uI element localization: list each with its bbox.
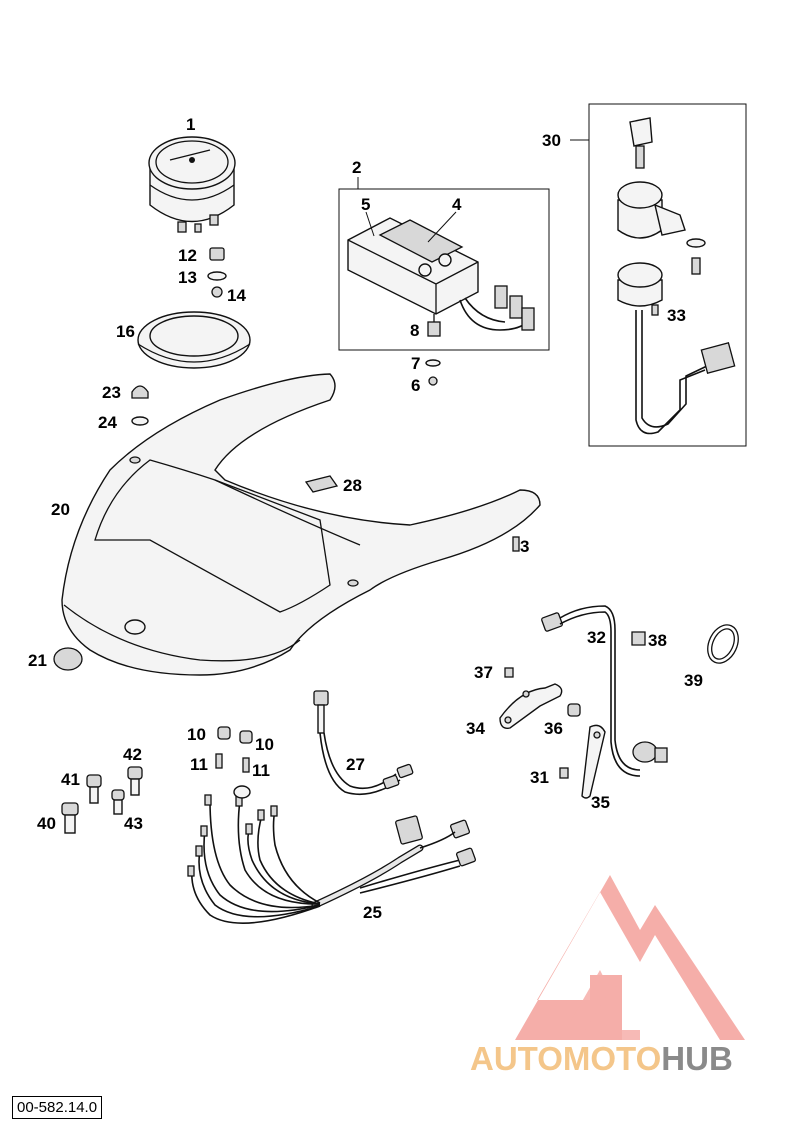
callout-21: 21: [28, 651, 47, 670]
bulb-socket-parts: [215, 726, 253, 773]
callout-1: 1: [186, 115, 195, 134]
speedometer-part: [148, 136, 236, 233]
wiring-harness-part: [187, 785, 476, 924]
rubber-plug-part: [53, 647, 83, 671]
callout-32: 32: [587, 628, 606, 647]
clip-38-part: [631, 631, 646, 646]
callout-14: 14: [227, 286, 246, 305]
watermark-brand: AUTOMOTOHUB: [470, 1040, 800, 1078]
computer-unit-group-box: [338, 188, 550, 351]
callout-38: 38: [648, 631, 667, 650]
ignition-lock-group-box: [588, 103, 747, 447]
callout-7: 7: [411, 354, 420, 373]
callout-3: 3: [520, 537, 529, 556]
callout-35: 35: [591, 793, 610, 812]
callout-11b: 11: [252, 761, 270, 780]
watermark-logo: [515, 875, 745, 1040]
speed-sensor-cable-part: [541, 605, 668, 777]
washer-nut-computer: [425, 359, 441, 386]
callout-2: 2: [352, 158, 361, 177]
callout-33: 33: [667, 306, 686, 325]
callout-39: 39: [684, 671, 703, 690]
callout-24: 24: [98, 413, 117, 432]
callout-30: 30: [542, 131, 561, 150]
callout-13: 13: [178, 268, 197, 287]
watermark-brand-part1: AUTOMOTO: [470, 1040, 662, 1077]
diagram-code-label: 00-582.14.0: [12, 1096, 103, 1119]
screw-small-part: [512, 536, 520, 552]
callout-11a: 11: [190, 755, 208, 774]
watermark-brand-part2: HUB: [661, 1040, 733, 1077]
bracket-34-part: [499, 667, 581, 729]
callout-10a: 10: [187, 725, 206, 744]
callout-25: 25: [363, 903, 382, 922]
callout-16: 16: [116, 322, 135, 341]
callout-41: 41: [61, 770, 80, 789]
cap-nut-washer: [131, 385, 149, 426]
cable-27-part: [313, 690, 414, 796]
callout-36: 36: [544, 719, 563, 738]
hose-clamp-part: [707, 624, 739, 664]
callout-12: 12: [178, 246, 197, 265]
callout-6: 6: [411, 376, 420, 395]
callout-5: 5: [361, 195, 370, 214]
nut-washer-stack-speedo: [207, 247, 227, 298]
callout-31: 31: [530, 768, 549, 787]
instrument-mask-part: [61, 373, 541, 676]
callout-20: 20: [51, 500, 70, 519]
callout-8: 8: [410, 321, 419, 340]
callout-27: 27: [346, 755, 365, 774]
indicator-lamp-parts: [61, 766, 143, 834]
rubber-ring-part: [137, 311, 251, 369]
label-badge-part: [304, 475, 339, 493]
callout-34: 34: [466, 719, 485, 738]
callout-37: 37: [474, 663, 493, 682]
callout-28: 28: [343, 476, 362, 495]
ignition-lock-part: [617, 117, 736, 435]
computer-unit-part: [347, 217, 535, 337]
callout-23: 23: [102, 383, 121, 402]
callout-4: 4: [452, 195, 462, 214]
bracket-35-part: [559, 724, 606, 799]
callout-42: 42: [123, 745, 142, 764]
callout-40: 40: [37, 814, 56, 833]
callout-43: 43: [124, 814, 143, 833]
callout-10b: 10: [255, 735, 274, 754]
